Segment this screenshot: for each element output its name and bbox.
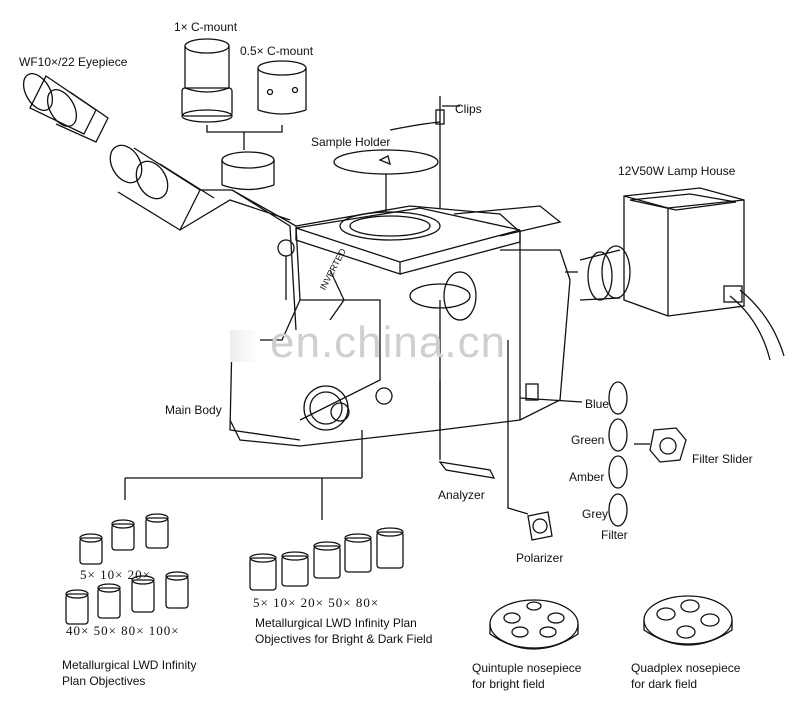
eyepiece-drawing <box>22 73 291 231</box>
green-label: Green <box>571 433 605 447</box>
quadplex-nosepiece-drawing <box>643 595 733 646</box>
grey-label: Grey <box>582 507 609 521</box>
stage-drawing <box>295 205 562 275</box>
c-mount-05x-label: 0.5× C-mount <box>240 44 314 58</box>
quadplex-line1: Quadplex nosepiece <box>631 661 741 675</box>
filter-slider-label: Filter Slider <box>692 452 753 466</box>
lwd-mags-row1: 5× 10× 20× <box>80 567 151 582</box>
quintuple-line2: for bright field <box>472 677 545 691</box>
lwd-mags-row2: 40× 50× 80× 100× <box>66 623 180 638</box>
clips-label: Clips <box>455 102 482 116</box>
blue-label: Blue <box>585 397 610 411</box>
lamp-house-label: 12V50W Lamp House <box>618 164 736 178</box>
amber-filter <box>608 455 628 489</box>
grey-filter <box>608 493 628 527</box>
sample-holder-label: Sample Holder <box>311 135 391 149</box>
c-mount-1x-drawing <box>181 38 233 123</box>
lwd-objectives-drawing <box>65 513 189 625</box>
lwd-caption-line1: Metallurgical LWD Infinity <box>62 658 197 672</box>
analyzer-label: Analyzer <box>438 488 485 502</box>
eyepiece-label: WF10×/22 Eyepiece <box>19 55 128 69</box>
lwd-caption-line2: Plan Objectives <box>62 674 146 688</box>
quintuple-line1: Quintuple nosepiece <box>472 661 582 675</box>
blue-filter <box>608 381 628 415</box>
filter-label: Filter <box>601 528 628 542</box>
polarizer-label: Polarizer <box>516 551 564 565</box>
amber-label: Amber <box>569 470 605 484</box>
c-mount-05x-drawing <box>257 60 307 115</box>
bd-caption-line1: Metallurgical LWD Infinity Plan <box>255 616 417 630</box>
bd-caption-line2: Objectives for Bright & Dark Field <box>255 632 433 646</box>
green-filter <box>608 418 628 452</box>
watermark: en.china.cn <box>270 318 507 367</box>
quintuple-nosepiece-drawing <box>489 599 579 650</box>
c-mount-1x-label: 1× C-mount <box>174 20 238 34</box>
bd-objectives-drawing <box>249 527 404 591</box>
quadplex-line2: for dark field <box>631 677 698 691</box>
bd-mags: 5× 10× 20× 50× 80× <box>253 595 380 610</box>
main-body-label: Main Body <box>165 403 222 417</box>
lamp-house-drawing <box>565 187 785 361</box>
watermark-bar <box>230 330 260 362</box>
